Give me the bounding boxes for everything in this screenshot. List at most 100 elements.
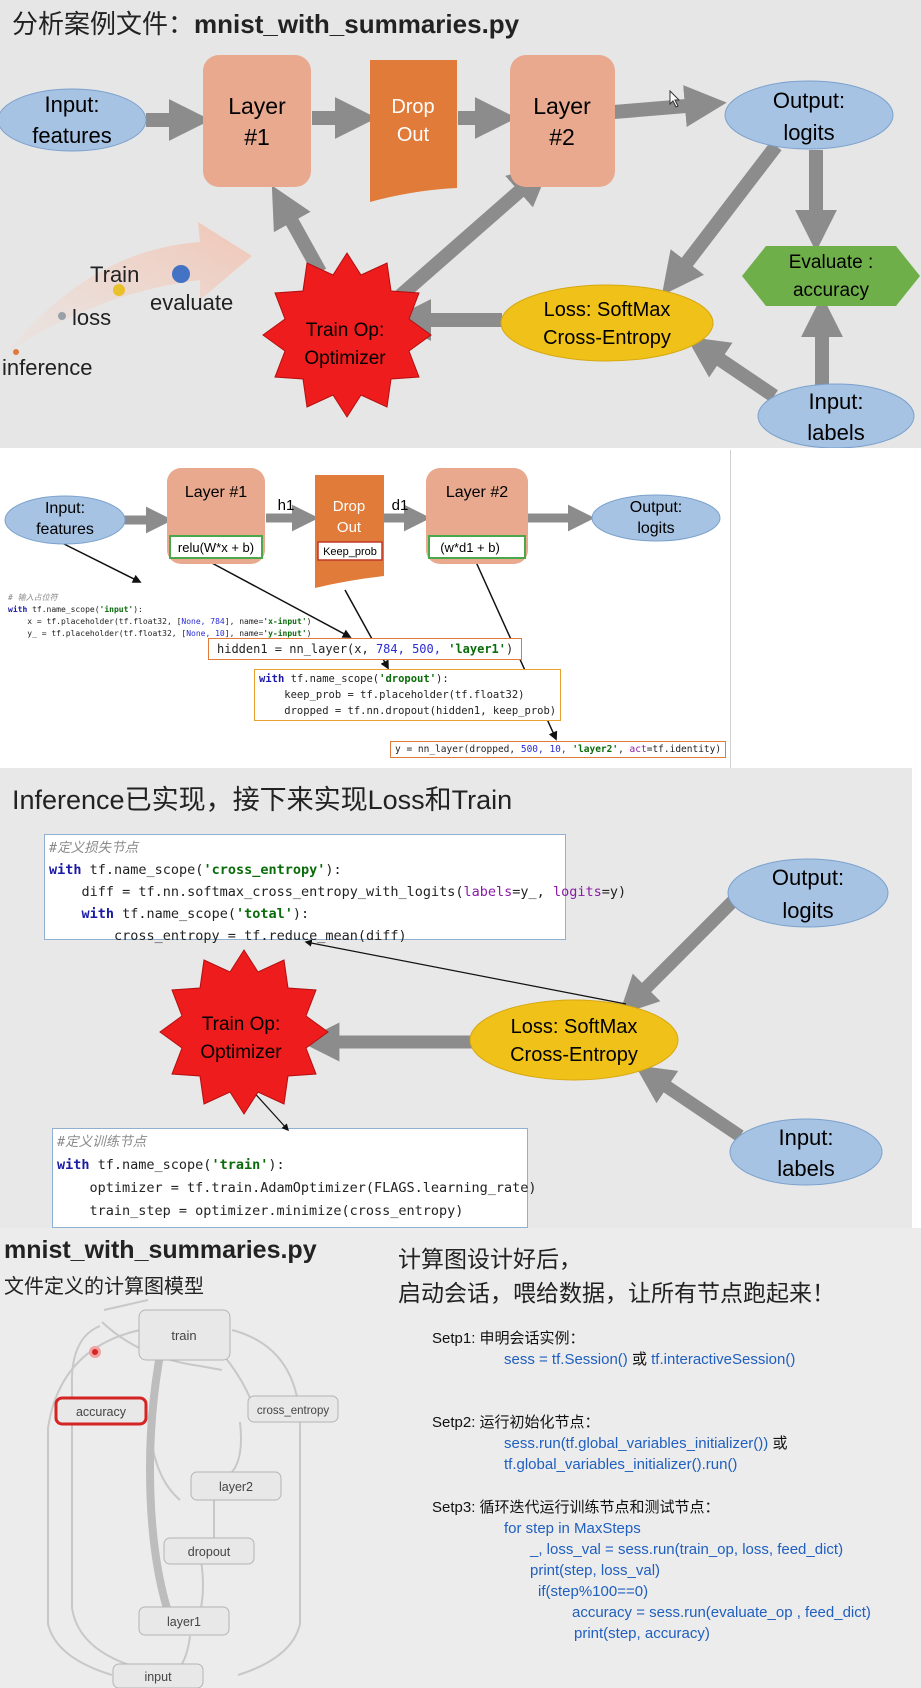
code-comment: #定义损失节点 (49, 840, 139, 856)
code-token: 500, 10, (520, 744, 573, 755)
node-layer2 (510, 55, 615, 187)
dot-inference (13, 349, 19, 355)
node-layer2-line2: #2 (549, 124, 575, 150)
node-dropout-line1: Drop (391, 96, 434, 118)
code-token: ], name= (224, 617, 264, 626)
graph-node-train-label: train (171, 1328, 196, 1343)
code-token: keep_prob = tf.placeholder(tf.float32) (259, 689, 525, 701)
code-token: with (49, 906, 115, 922)
layer2-formula: (w*d1 + b) (440, 540, 500, 555)
graph-node-cross-entropy-label: cross_entropy (257, 1405, 329, 1417)
code-token: 'train' (211, 1157, 269, 1173)
node-input-labels-line1: Input: (808, 389, 863, 414)
code-token: with (8, 605, 28, 614)
code-token: ) (306, 617, 312, 626)
session-heading: 计算图设计好后， 启动会话，喂给数据，让所有节点跑起来！ (398, 1242, 835, 1310)
code-token: cross_entropy = tf.reduce_mean(diff) (49, 928, 407, 944)
step1-or: 或 (627, 1351, 652, 1368)
graph-node-input[interactable] (112, 1663, 204, 1688)
node-input-labels-3 (729, 1118, 883, 1186)
graph-node-layer2-label: layer2 (219, 1480, 253, 1494)
node-train-op-3-line2: Optimizer (200, 1042, 282, 1063)
code-token: tf.name_scope( (284, 673, 380, 685)
step3-code-line: if(step%100==0) (538, 1583, 649, 1600)
code-token: dropped = tf.nn.dropout(hidden1, keep_pr… (259, 705, 557, 717)
graph-node-layer1[interactable] (138, 1606, 230, 1636)
step1-code: sess = tf.Session() (504, 1351, 628, 1368)
graph-node-layer2[interactable] (190, 1471, 282, 1501)
loss-train-arrows (300, 885, 749, 1142)
node-dropout-2-line1: Drop (333, 498, 366, 515)
gear-icon (159, 949, 329, 1115)
code-token: ): (268, 1157, 285, 1173)
code-token: ): (325, 862, 342, 878)
code-token: ) (306, 629, 312, 638)
code-token: ): (133, 605, 143, 614)
code-token: x = tf.placeholder(tf.float32, [ (8, 617, 182, 626)
code-token: 'cross_entropy' (203, 862, 326, 878)
node-layer1 (203, 55, 311, 187)
node-input-features (0, 88, 147, 152)
node-loss-3-line1: Loss: SoftMax (511, 1016, 638, 1038)
code-comment: # 输入占位符 (8, 593, 58, 602)
node-output-logits-2 (591, 494, 721, 542)
code-token: labels (463, 884, 513, 900)
node-output-logits-line1: Output: (773, 88, 845, 113)
graph-node-train[interactable] (138, 1309, 231, 1361)
graph-edges (47, 1299, 301, 1677)
graph-node-dropout[interactable] (163, 1537, 255, 1565)
graph-node-cross-entropy[interactable] (247, 1395, 339, 1423)
node-layer1-line2: #1 (244, 124, 270, 150)
session-steps: Setp1: 申明会话实例： sess = tf.Session() 或 tf.… (432, 1328, 871, 1644)
node-train-op-line1: Train Op: (306, 320, 385, 341)
node-train-op-line2: Optimizer (304, 348, 386, 369)
stage-evaluate: evaluate (150, 290, 233, 315)
graph-node-accuracy[interactable] (54, 1396, 148, 1426)
step1-label: Setp1: 申明会话实例： (432, 1330, 585, 1347)
label-h1: h1 (278, 497, 295, 514)
code-token: 'input' (99, 605, 134, 614)
stage-inference: inference (2, 355, 93, 380)
step2-or: 或 (768, 1435, 788, 1452)
panel-session: mnist_with_summaries.py 文件定义的计算图模型 train… (0, 1228, 921, 1688)
code-token: 'total' (235, 906, 293, 922)
layer2-formula-box (428, 535, 526, 559)
code-token: ) (506, 642, 514, 656)
node-input-labels (757, 383, 915, 448)
tensorboard-graph: train accuracy cross_entropy layer2 drop… (47, 1299, 339, 1688)
label-d1: d1 (392, 497, 409, 514)
node-evaluate-accuracy (742, 246, 920, 306)
code-token: ): (436, 673, 449, 685)
code-comment: #定义训练节点 (57, 1134, 147, 1150)
loss-train-diagram: Output: logits Loss: SoftMax Cross-Entro… (159, 858, 889, 1186)
panel-loss-train: Inference已实现，接下来实现Loss和Train #定义损失节点 wit… (0, 768, 912, 1228)
node-input-features-line2: features (32, 123, 112, 148)
node-loss-3-line2: Cross-Entropy (510, 1044, 638, 1066)
code-token: 'layer2' (572, 744, 619, 755)
code-token: 'dropout' (379, 673, 437, 685)
node-input-labels-3-line1: Input: (778, 1125, 833, 1150)
step2-code-line1: sess.run(tf.global_variables_initializer… (432, 1433, 871, 1454)
node-train-op-3-line1: Train Op: (202, 1014, 281, 1035)
node-layer1-line1: Layer (228, 93, 286, 119)
node-output-logits-line2: logits (783, 120, 834, 145)
code-token: ], name= (224, 629, 264, 638)
code-token: 784, 500, (375, 642, 449, 656)
node-layer1-2-label: Layer #1 (185, 484, 247, 501)
node-output-logits-3 (727, 858, 889, 928)
dot-loss (58, 312, 66, 320)
graph-node-input-label: input (144, 1670, 172, 1684)
panel1-title: 分析案例文件：mnist_with_summaries.py (12, 4, 519, 41)
code-token: tf.name_scope( (114, 906, 236, 922)
code-token: diff = tf.nn.softmax_cross_entropy_with_… (49, 884, 464, 900)
step2-code2: tf.global_variables_initializer().run() (504, 1456, 738, 1473)
title-prefix: 分析案例文件： (12, 9, 195, 39)
node-evaluate-line2: accuracy (793, 280, 870, 301)
code-token: 'x-input' (263, 617, 307, 626)
code-token: tf.name_scope( (89, 1157, 212, 1173)
step3-label: Setp3: 循环迭代运行训练节点和测试节点： (432, 1499, 720, 1516)
code-token: optimizer = tf.train.AdamOptimizer(FLAGS… (57, 1180, 537, 1196)
code-token: logits (552, 884, 602, 900)
code-loss-scope: #定义损失节点 with tf.name_scope( 'cross_entrop… (44, 834, 626, 944)
code-dropout-scope: with tf.name_scope('dropout'): keep_prob… (254, 669, 562, 721)
